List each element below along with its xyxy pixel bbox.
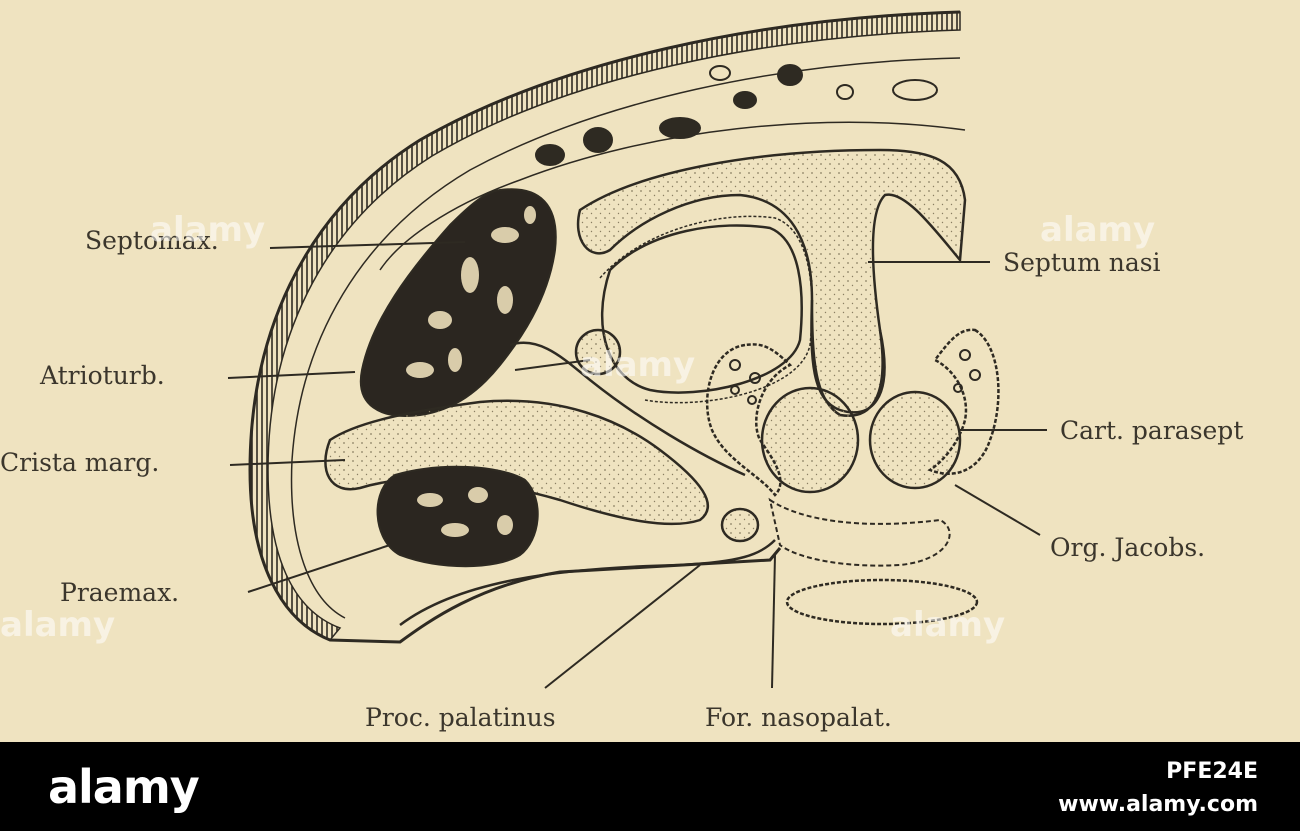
label-cart-parasept: Cart. parasept (1060, 416, 1244, 445)
atrioturbinal-knob (574, 328, 622, 376)
watermark-center-left: alamy (150, 210, 266, 250)
site-url[interactable]: www.alamy.com (1058, 792, 1258, 817)
praemax-pores (417, 487, 513, 537)
jacobson-organ-left (705, 343, 793, 497)
nasal-capsule-cartilage (576, 148, 967, 414)
palatal-process-knob (720, 507, 760, 543)
watermark-left: alamy (0, 605, 116, 645)
septomaxillare-bone (359, 188, 557, 417)
watermark-bottom-right: alamy (890, 605, 1006, 645)
paraseptal-cartilage-right (868, 390, 962, 490)
label-proc-palatinus: Proc. palatinus (365, 703, 556, 732)
alamy-logo[interactable]: alamy (48, 760, 200, 814)
label-crista-marg: Crista marg. (0, 448, 160, 477)
oral-epithelium (399, 539, 776, 627)
jacobson-organ-right (927, 328, 1000, 475)
label-septomax: Septomax. (85, 226, 219, 255)
praemaxillare-bone (376, 465, 539, 568)
label-org-jacobs: Org. Jacobs. (1050, 533, 1206, 562)
palatal-tissue (768, 497, 951, 567)
label-praemax: Praemax. (60, 578, 180, 607)
image-id: PFE24E (1166, 759, 1258, 784)
lower-oral-structure (785, 578, 979, 626)
inner-skin-line (290, 57, 961, 619)
nasal-cavity-lumen (601, 224, 803, 394)
vessels (535, 64, 938, 166)
watermark-right: alamy (1040, 210, 1156, 250)
illustration-canvas: Septomax. Atrioturb. Crista marg. Praema… (0, 0, 1300, 742)
crista-marginalis (324, 399, 710, 526)
dorsal-tissue-line (379, 121, 966, 271)
label-for-nasopalat: For. nasopalat. (705, 703, 892, 732)
label-septum-nasi: Septum nasi (1003, 248, 1161, 277)
epidermis-hatched-band (249, 11, 961, 641)
lateral-wall (509, 341, 746, 477)
glands (729, 349, 981, 405)
septomax-pores (406, 206, 536, 378)
watermark-center: alamy (580, 345, 696, 385)
epithelium-lining (599, 215, 813, 404)
stock-footer-bar: alamy PFE24E www.alamy.com (0, 742, 1300, 831)
leader-lines (227, 241, 1047, 689)
nasal-section-drawing (227, 10, 1047, 689)
paraseptal-cartilage-left (760, 386, 860, 494)
label-atrioturb: Atrioturb. (40, 361, 165, 390)
